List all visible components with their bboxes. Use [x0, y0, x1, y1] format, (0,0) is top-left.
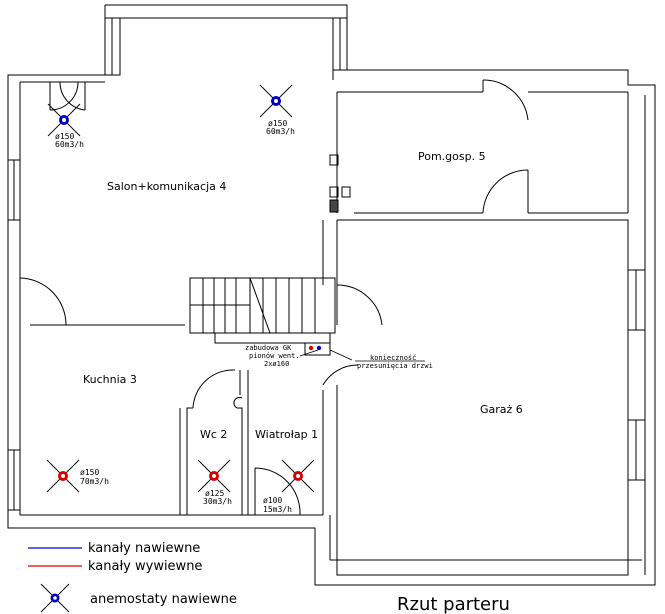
legend-exhaust-duct-label: kanały wywiewne	[88, 559, 202, 574]
diffuser-salon-left-flow: 60m3/h	[55, 140, 84, 149]
walls	[7, 4, 656, 586]
riser-supply-dot	[316, 345, 322, 351]
diffuser-wc-diameter: ø125	[205, 489, 224, 498]
diffuser-wc	[197, 459, 231, 493]
room-label-kuchnia: Kuchnia 3	[83, 373, 137, 386]
legend-supply-duct-label: kanały nawiewne	[88, 541, 200, 556]
room-label-salon: Salon+komunikacja 4	[107, 180, 226, 193]
diffuser-salon-left	[47, 103, 81, 137]
note-zabudowa-line2: pionów went.	[249, 352, 300, 360]
diffuser-wiatrolap-flow: 15m3/h	[263, 505, 292, 514]
legend: kanały nawiewne kanały wywiewne anemosta…	[28, 541, 237, 613]
diffuser-kuchnia-diameter: ø150	[80, 468, 99, 477]
room-label-wc: Wc 2	[200, 428, 227, 441]
diffuser-wiatrolap	[281, 459, 315, 493]
note-koniecznosc-line1: konieczność	[370, 354, 416, 362]
note-koniecznosc-line2: przesunięcia drzwi	[357, 362, 433, 370]
riser-ducts	[299, 345, 353, 361]
note-zabudowa-line1: zabudowa GK	[245, 344, 292, 352]
legend-supply-diffuser-icon	[40, 583, 70, 613]
diffuser-kuchnia-flow: 70m3/h	[80, 477, 109, 486]
diffuser-salon-left-diameter: ø150	[55, 132, 74, 141]
drawing-title: Rzut parteru	[397, 594, 510, 614]
diffuser-salon-right-flow: 60m3/h	[266, 127, 295, 136]
diffuser-salon-right	[259, 84, 293, 118]
room-label-wiatrolap: Wiatrołap 1	[255, 428, 318, 441]
diffuser-wc-flow: 30m3/h	[203, 497, 232, 506]
diffuser-salon-right-diameter: ø150	[268, 119, 287, 128]
riser-exhaust-dot	[308, 345, 314, 351]
room-label-garaz: Garaż 6	[480, 403, 523, 416]
legend-supply-diffuser-label: anemostaty nawiewne	[90, 592, 237, 607]
diffuser-wiatrolap-diameter: ø100	[263, 496, 282, 505]
diffuser-kuchnia	[46, 459, 80, 493]
room-label-pom-gosp: Pom.gosp. 5	[418, 150, 486, 163]
doors	[19, 79, 529, 516]
note-zabudowa-line3: 2xø160	[264, 360, 289, 368]
